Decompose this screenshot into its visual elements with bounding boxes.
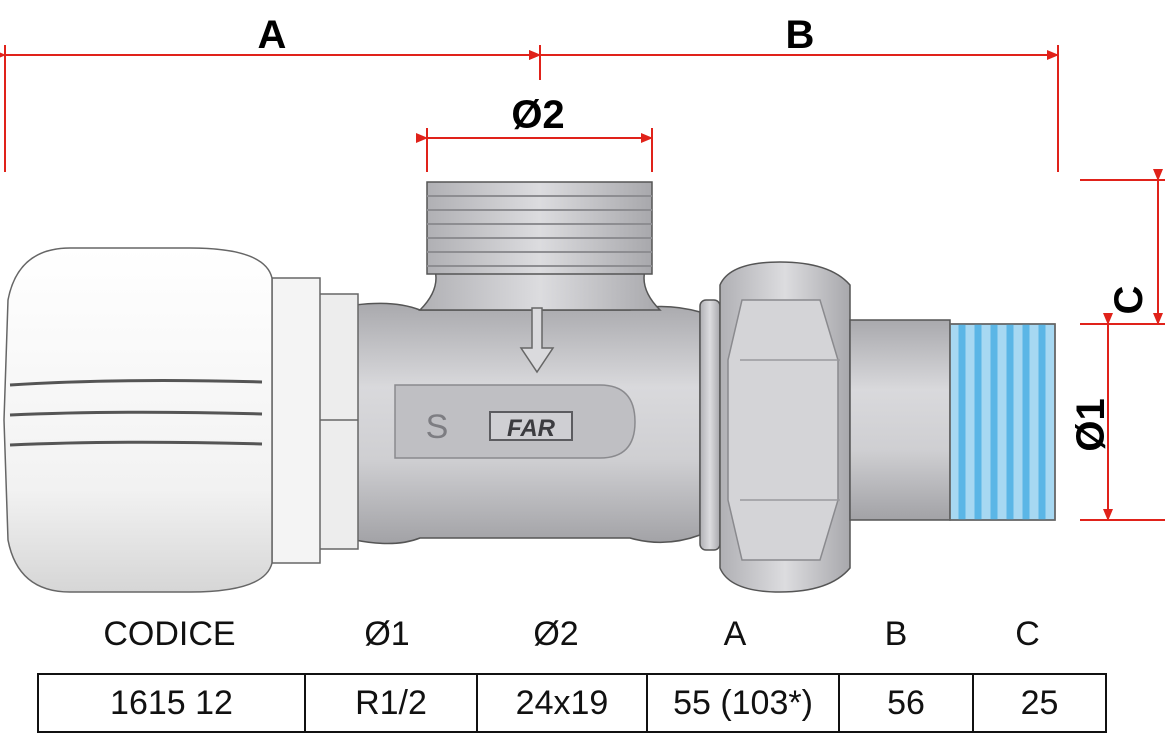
table-header-a: A xyxy=(723,615,747,653)
body-mark-s: S xyxy=(426,408,449,446)
brand-logo-text: FAR xyxy=(507,415,556,442)
cell-c: 25 xyxy=(972,673,1107,733)
table-row: 1615 12 R1/2 24x19 55 (103*) 56 25 xyxy=(37,673,1107,733)
cell-code: 1615 12 xyxy=(37,673,306,733)
brand-plate xyxy=(489,411,573,441)
union-nut xyxy=(699,261,851,593)
valve-body xyxy=(354,181,701,545)
table-header-b: B xyxy=(884,615,908,653)
protective-cap xyxy=(3,247,359,593)
spec-table: 1615 12 R1/2 24x19 55 (103*) 56 25 xyxy=(37,673,1107,733)
dimension-label-b: B xyxy=(786,13,815,57)
cell-a: 55 (103*) xyxy=(646,673,840,733)
dimension-label-c: C xyxy=(1107,286,1151,315)
cell-d2: 24x19 xyxy=(476,673,648,733)
dimension-label-a: A xyxy=(258,13,287,57)
dimension-label-d2: Ø2 xyxy=(511,93,564,137)
table-header-c: C xyxy=(1015,615,1040,653)
dimension-lines xyxy=(0,45,1165,521)
table-header-d1: Ø1 xyxy=(364,615,410,653)
cell-b: 56 xyxy=(838,673,974,733)
tailpiece xyxy=(849,319,1056,521)
table-header-d2: Ø2 xyxy=(533,615,579,653)
table-header-code: CODICE xyxy=(103,615,236,653)
cell-d1: R1/2 xyxy=(304,673,478,733)
valve-technical-drawing: A B Ø2 C Ø1 S FAR xyxy=(0,13,1165,593)
dimension-label-d1: Ø1 xyxy=(1069,398,1113,451)
